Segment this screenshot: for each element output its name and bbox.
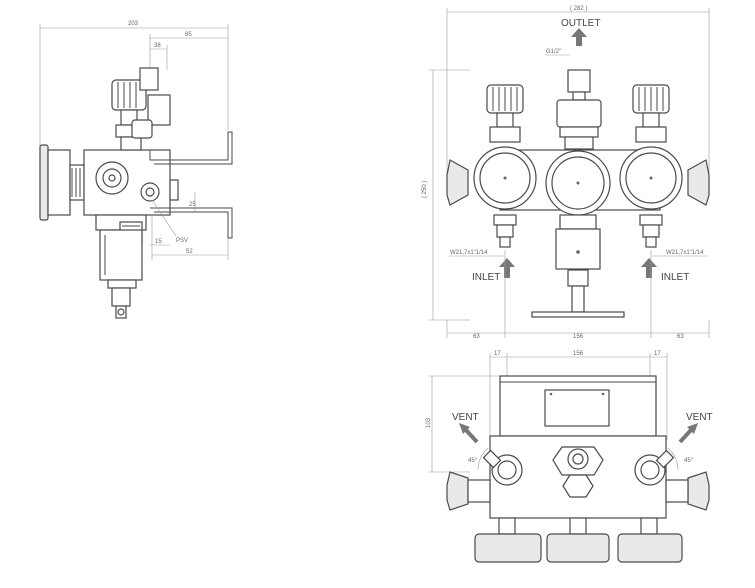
dim-17-right: 17 [654,351,661,357]
side-view: 203 85 38 [39,21,233,319]
front-right-inlet-fitting [639,214,663,226]
dim-282: ( 282 ) [570,6,587,12]
dim-156-front: 156 [573,334,584,340]
outlet-arrow [576,36,582,46]
outlet-label: OUTLET [561,18,600,29]
side-gauge-body [47,149,71,216]
side-gauge-face [39,144,49,221]
dim-52: 52 [186,249,193,255]
front-outlet-fitting [567,69,591,93]
dim-156-top: 156 [573,351,584,357]
top-center-gauge [546,533,610,563]
top-right-gauge [617,533,683,563]
angle-right: 45° [684,458,694,464]
front-right-knob [687,159,710,206]
dim-203: 203 [128,21,139,27]
vent-right-label: VENT [686,412,713,423]
top-view: 17 156 17 103 VENT 45° VENT 45° [426,351,713,563]
inlet-thread-left: W21,7x1"1/14 [450,250,488,256]
front-view: ( 282 ) OUTLET G1/2" ( 250 ) [422,6,710,340]
top-center-gauge-stem [569,517,587,535]
front-left-inlet-fitting [493,214,517,226]
front-base-bar [531,311,625,318]
dim-250: ( 250 ) [422,181,428,198]
angle-left: 45° [468,458,478,464]
inlet-right-arrow [646,266,652,278]
top-left-knob [446,471,469,511]
top-nameplate [544,389,610,427]
side-regulator-body [99,229,143,281]
top-left-gauge [474,533,542,563]
top-right-gauge-stem [640,517,658,535]
dim-25: 25 [189,202,196,208]
dim-103: 103 [426,417,432,428]
inlet-right-label: INLET [661,272,689,283]
vent-left-label: VENT [452,412,479,423]
dim-15: 15 [155,239,162,245]
dim-38: 38 [154,43,161,49]
vent-right-arrow [678,428,693,444]
front-regulator-top [559,214,597,230]
vent-left-arrow [464,428,479,444]
dim-63-right: 63 [677,334,684,340]
inlet-left-arrow [504,266,510,278]
dim-85: 85 [185,32,192,38]
top-left-gauge-stem [498,517,516,535]
dim-63-left: 63 [473,334,480,340]
psv-label: PSV [176,238,188,244]
front-left-knob [446,159,469,206]
inlet-left-label: INLET [472,272,500,283]
outlet-thread: G1/2" [546,49,561,55]
inlet-thread-right: W21,7x1"1/14 [666,250,704,256]
side-bracket [149,131,233,165]
top-right-knob [687,471,710,511]
dim-17-left: 17 [494,351,501,357]
side-outlet-fitting [139,67,159,91]
